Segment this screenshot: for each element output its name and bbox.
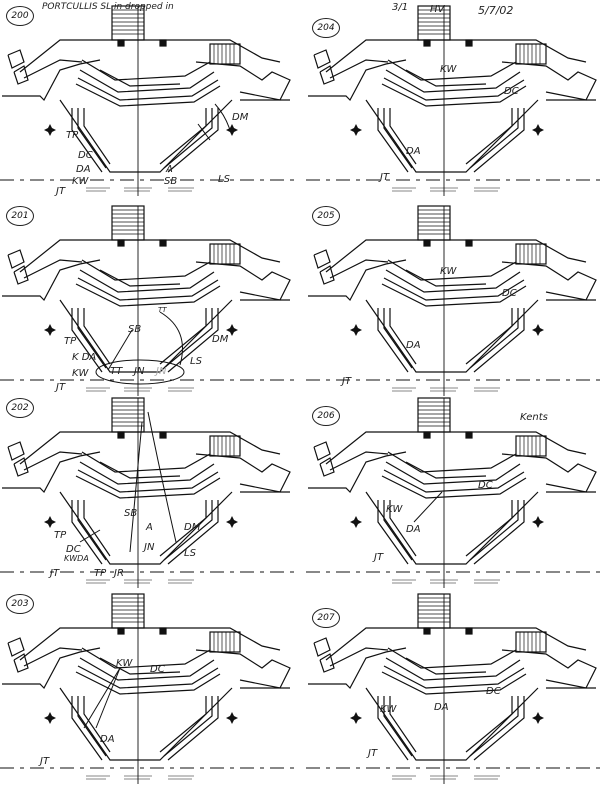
actor-label: DA: [76, 164, 91, 175]
actor-label: JT: [368, 748, 378, 759]
actor-label: DA: [406, 340, 421, 351]
actor-label: DA: [100, 734, 115, 745]
blocking-diagram-200: 200 PORTCULLIS SL in dropped in TP DC DA…: [0, 0, 300, 197]
cue-number: 201: [6, 206, 34, 226]
actor-label: JN: [156, 366, 167, 377]
cue-number: 205: [312, 206, 340, 226]
blocking-diagram-205: 205 KW DC DA JT: [306, 200, 606, 396]
actor-label: A: [166, 164, 173, 175]
actor-label: LS: [190, 356, 202, 367]
actor-label: SB: [164, 176, 178, 187]
actor-label: JT: [380, 172, 390, 183]
actor-label: TP: [94, 568, 107, 579]
actor-label: DC: [66, 544, 81, 555]
actor-label: KW: [440, 266, 457, 277]
actor-label: KW: [116, 658, 133, 669]
actor-label: DC: [504, 86, 519, 97]
stage-plan: [0, 205, 300, 396]
actor-label: DM: [184, 522, 201, 533]
actor-label: DA: [434, 702, 449, 713]
actor-label: JT: [56, 186, 66, 197]
actor-label: DA: [406, 524, 421, 535]
actor-label: KW: [380, 704, 397, 715]
stage-plan: [306, 5, 606, 196]
actor-label: SB: [124, 508, 138, 519]
cue-number: 206: [312, 406, 340, 426]
actor-label: JT: [342, 376, 352, 387]
actor-label: KW: [72, 176, 89, 187]
actor-label: DA: [406, 146, 421, 157]
actor-label: LS: [218, 174, 230, 185]
cue-number: 200: [6, 6, 34, 26]
actor-label: TP: [66, 130, 79, 141]
actor-label: TT: [158, 306, 167, 314]
date: 5/7/02: [478, 4, 514, 17]
actor-label: Kents: [520, 412, 548, 423]
stage-plan: [0, 5, 300, 196]
actor-label: DC: [78, 150, 93, 161]
actor-label: KW: [440, 64, 457, 75]
actor-label: KW: [386, 504, 403, 515]
blocking-diagram-202: 202 SB TP DC KWDA JT TP JR JN A DM LS: [0, 392, 300, 588]
actor-label: TT: [110, 366, 123, 377]
cue-number: 203: [6, 594, 34, 614]
stage-plan: [0, 593, 300, 784]
blocking-diagram-201: 201 TP K DA KW JT SB TT JN JN LS DM TT: [0, 200, 300, 396]
actor-label: KWDA: [64, 554, 89, 563]
stage-plan: [306, 205, 606, 396]
actor-label: JT: [374, 552, 384, 563]
cue-number: 207: [312, 608, 340, 628]
actor-label: TP: [54, 530, 67, 541]
actor-label: JR: [114, 568, 124, 579]
actor-label: DM: [232, 112, 249, 123]
actor-label: DC: [478, 480, 493, 491]
cue-number: 204: [312, 18, 340, 38]
actor-label: K DA: [72, 352, 97, 363]
blocking-diagram-204: 204 3/1 HV 5/7/02 KW DC DA JT: [306, 0, 606, 196]
actor-label: JN: [144, 542, 155, 553]
actor-label: TP: [64, 336, 77, 347]
page-number: 3/1: [392, 2, 409, 13]
actor-label: DC: [502, 288, 517, 299]
stage-plan: [306, 397, 606, 588]
actor-label: KW: [72, 368, 89, 379]
blocking-diagram-206: 206 Kents KW DC DA JT: [306, 392, 606, 588]
blocking-diagram-207: 207 KW DA DC JT: [306, 588, 606, 784]
initials: HV: [430, 4, 445, 15]
actor-label: LS: [184, 548, 196, 559]
actor-label: JT: [50, 568, 60, 579]
stage-plan: [0, 397, 300, 588]
actor-label: DC: [150, 664, 165, 675]
cue-number: 202: [6, 398, 34, 418]
stage-plan: [306, 593, 606, 784]
actor-label: JN: [134, 366, 145, 377]
blocking-diagram-203: 203 KW DC DA JT: [0, 588, 300, 784]
actor-label: DC: [486, 686, 501, 697]
actor-label: DM: [212, 334, 229, 345]
actor-label: A: [146, 522, 153, 533]
actor-label: JT: [40, 756, 50, 767]
actor-label: JT: [56, 382, 66, 393]
actor-label: SB: [128, 324, 142, 335]
header-note: PORTCULLIS SL in dropped in: [42, 2, 174, 12]
